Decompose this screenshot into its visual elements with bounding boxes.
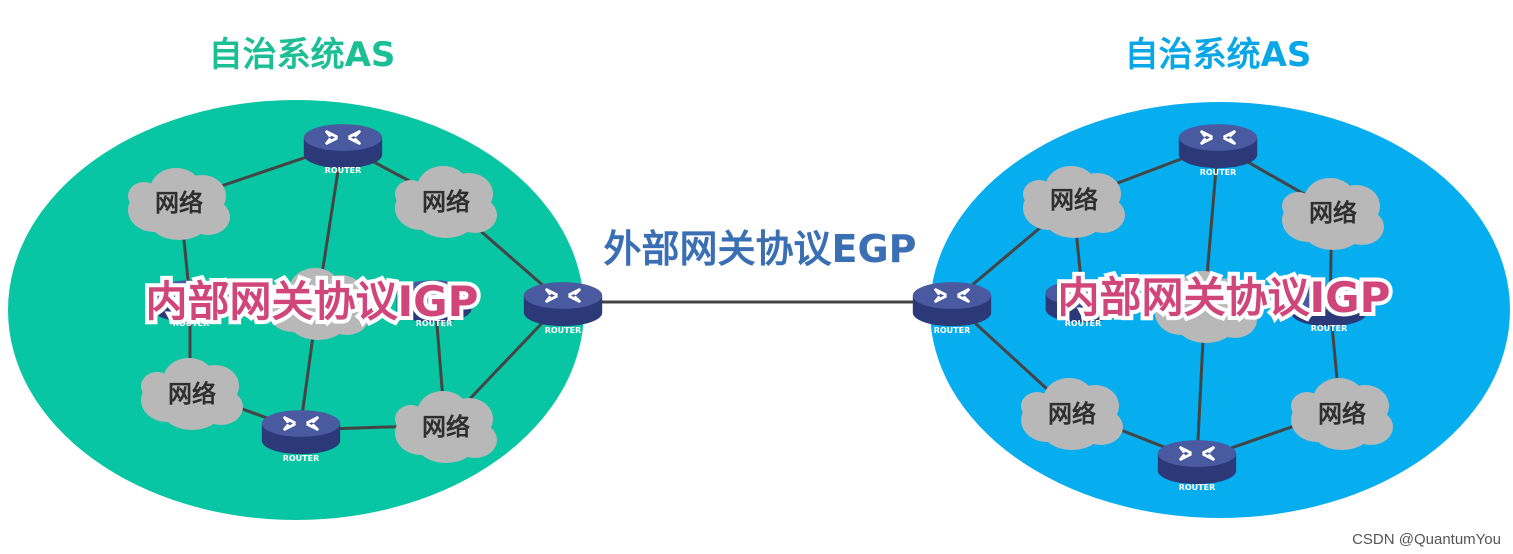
- router-label: ROUTER: [416, 319, 453, 328]
- cloud-left-5: 网络: [395, 391, 497, 463]
- router-left-mid-2: ROUTER: [395, 278, 473, 328]
- router-left-bottom: ROUTER: [260, 408, 342, 463]
- router-icon: [1156, 438, 1238, 486]
- router-icon: [302, 122, 384, 170]
- router-icon: [260, 408, 342, 456]
- watermark: CSDN @QuantumYou: [1352, 531, 1501, 548]
- router-icon: [911, 280, 993, 328]
- left-igp-label: 内部网关协议IGP: [146, 277, 479, 326]
- cloud-label: 网络: [422, 413, 470, 441]
- router-label: ROUTER: [173, 319, 210, 328]
- cloud-right-5: 网络: [1291, 378, 1393, 450]
- router-label: ROUTER: [325, 166, 362, 175]
- router-label: ROUTER: [545, 326, 582, 335]
- router-label: ROUTER: [1311, 324, 1348, 333]
- router-right-gateway: ROUTER: [911, 280, 993, 335]
- router-right-top: ROUTER: [1177, 122, 1259, 177]
- cloud-left-1: 网络: [128, 168, 230, 240]
- left-as-title: 自治系统AS: [209, 35, 396, 75]
- router-right-bottom: ROUTER: [1156, 438, 1238, 492]
- cloud-right-2: 网络: [1282, 178, 1384, 250]
- right-as-title: 自治系统AS: [1125, 35, 1312, 75]
- router-label: ROUTER: [1065, 319, 1102, 328]
- cloud-label: 网络: [1050, 186, 1098, 214]
- router-left-mid-1: ROUTER: [152, 278, 230, 328]
- router-icon: [1177, 122, 1259, 170]
- router-right-mid-1: ROUTER: [1044, 278, 1122, 328]
- egp-label: 外部网关协议EGP: [604, 227, 917, 271]
- cloud-label: 网络: [168, 380, 216, 408]
- cloud-label: 网络: [1318, 400, 1366, 428]
- cloud-label: 网络: [422, 188, 470, 216]
- router-right-mid-2: ROUTER: [1290, 282, 1368, 333]
- cloud-label: 网络: [1048, 400, 1096, 428]
- router-label: ROUTER: [1200, 168, 1237, 177]
- router-left-top: ROUTER: [302, 122, 384, 175]
- cloud-left-2: 网络: [395, 166, 497, 238]
- cloud-left-4: 网络: [141, 358, 243, 430]
- cloud-right-4: 网络: [1021, 378, 1123, 450]
- router-label: ROUTER: [1179, 483, 1216, 492]
- cloud-label: 网络: [1309, 199, 1357, 227]
- router-label: ROUTER: [283, 454, 320, 463]
- cloud-right-1: 网络: [1023, 166, 1125, 238]
- router-label: ROUTER: [934, 326, 971, 335]
- router-left-gateway: ROUTER: [522, 280, 604, 335]
- cloud-label: 网络: [155, 189, 203, 217]
- right-igp-label: 内部网关协议IGP: [1058, 273, 1391, 322]
- router-icon: [522, 280, 604, 328]
